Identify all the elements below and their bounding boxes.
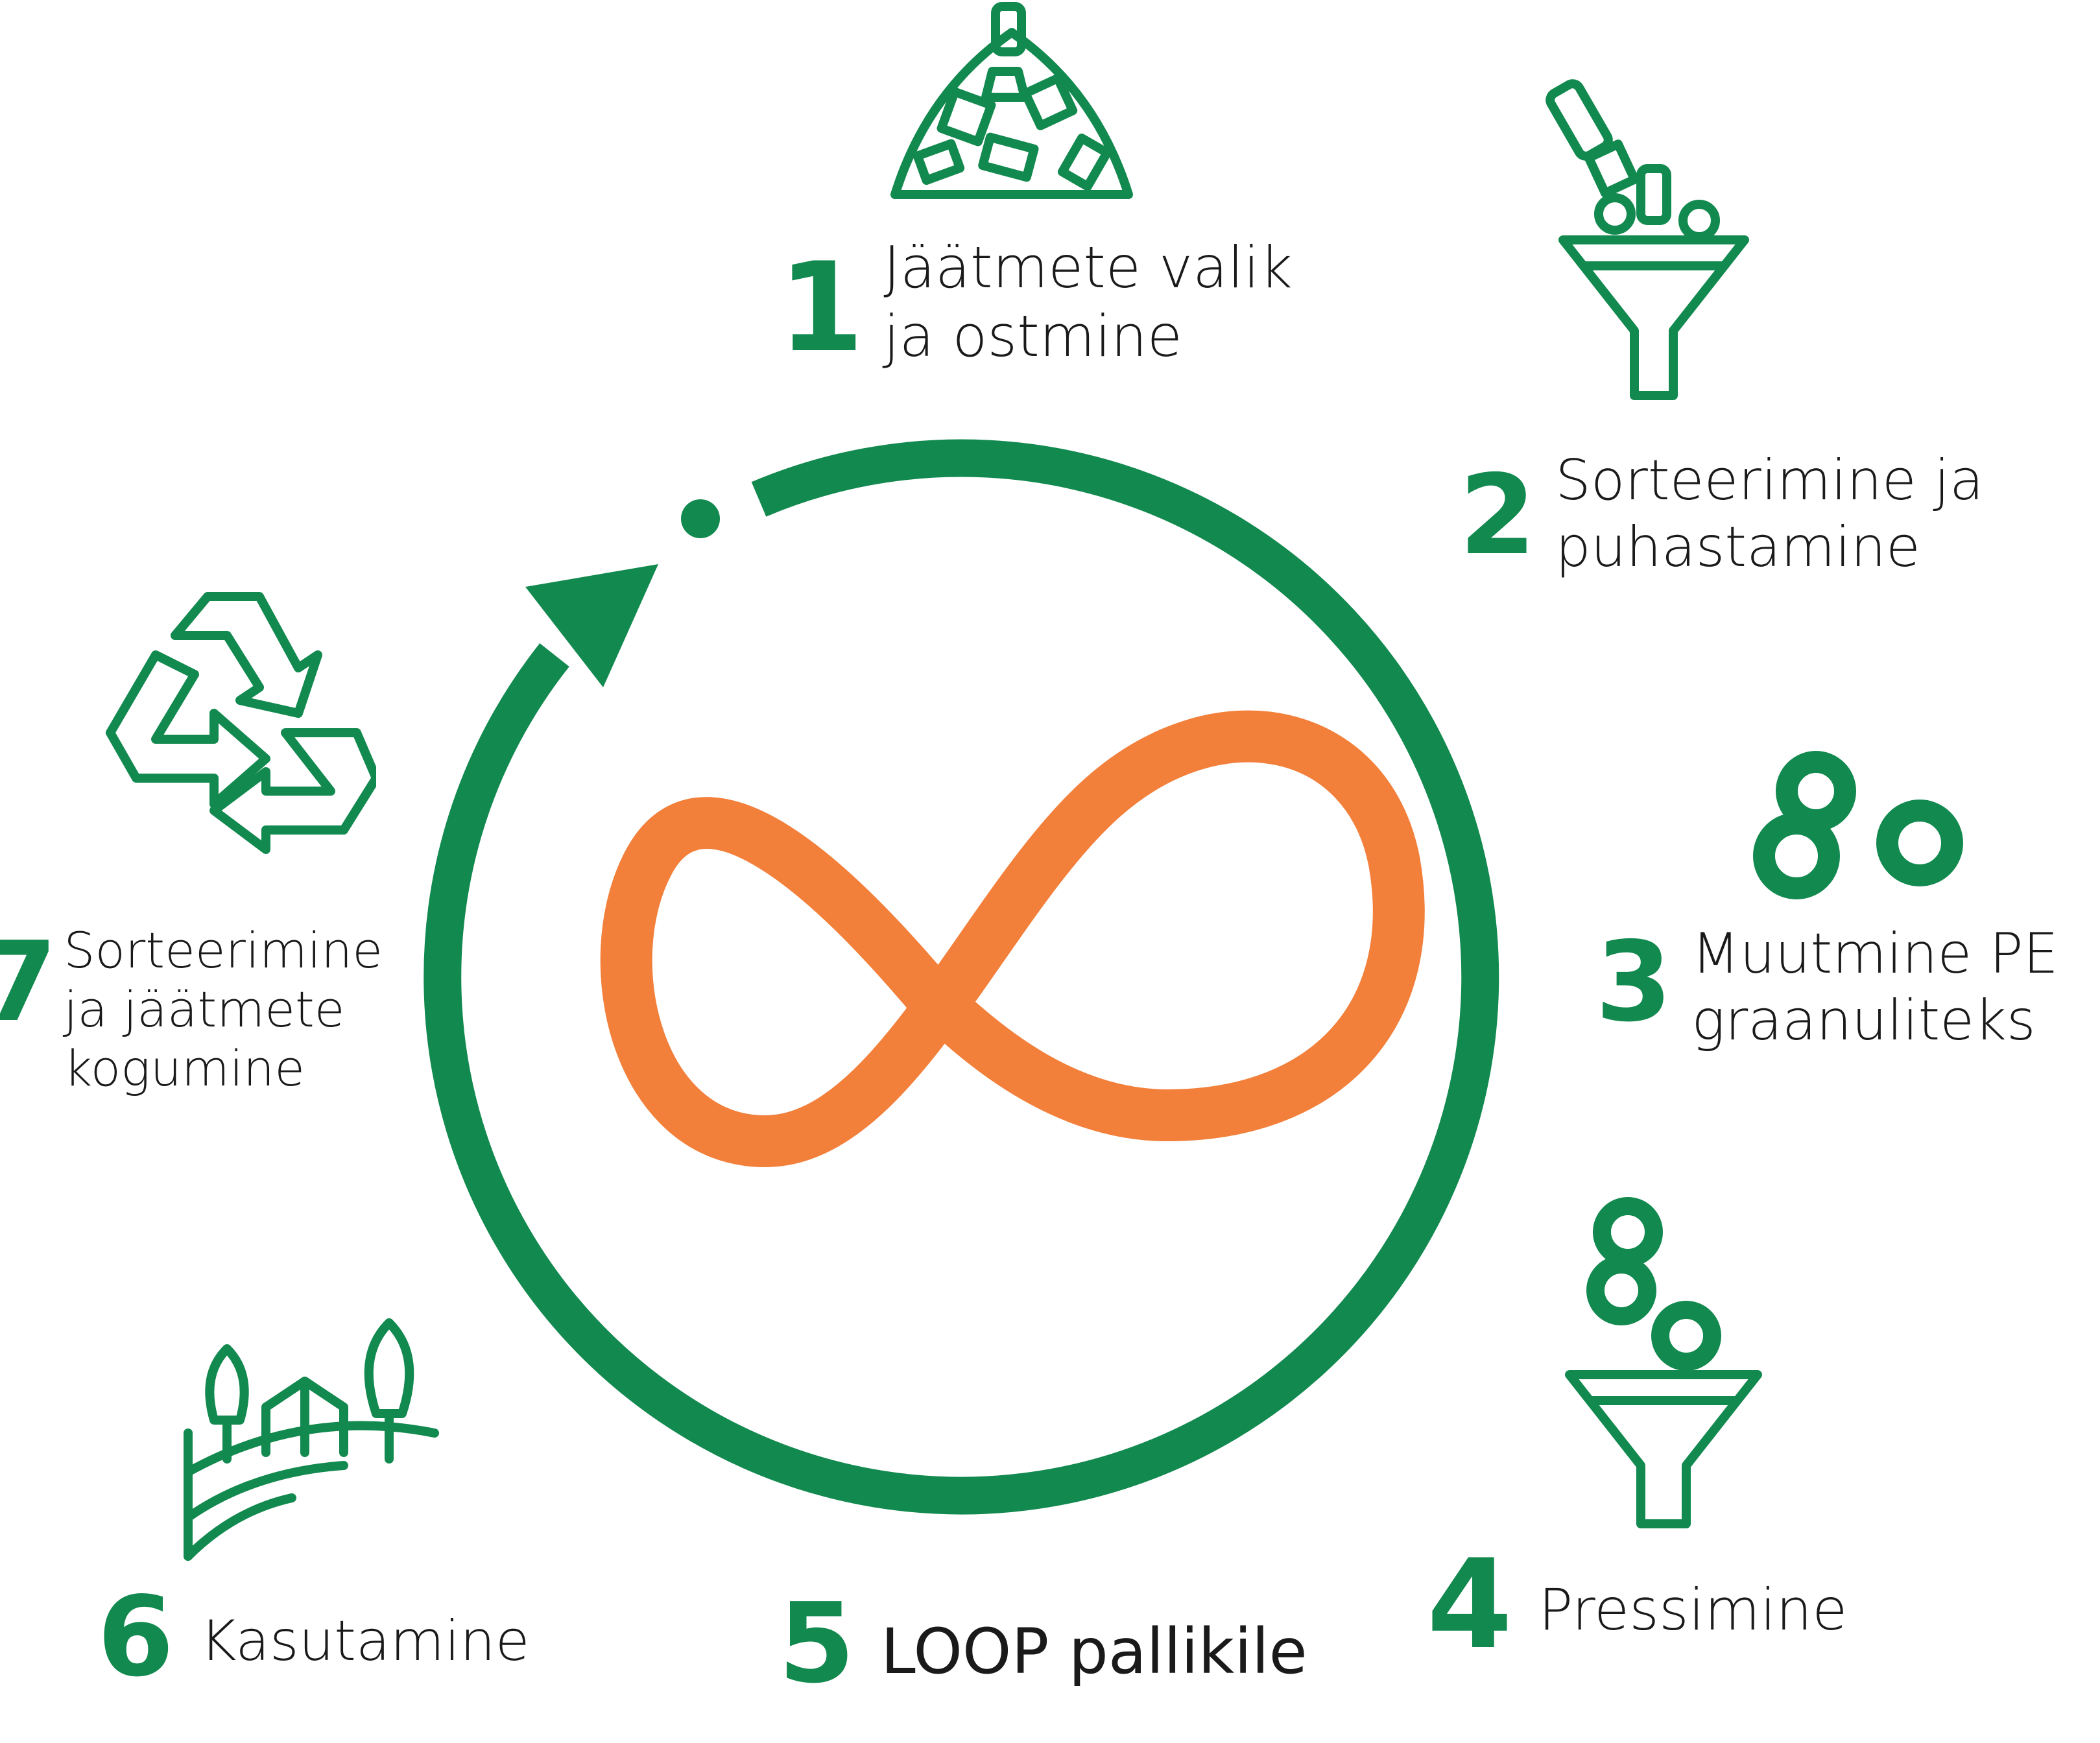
step-1-label: Jäätmete valik ja ostmine [883,234,1293,370]
step-3-number: 3 [1595,918,1673,1047]
step-1-number: 1 [778,236,865,379]
granules-icon [1753,751,1963,899]
step-2: 2 Sorteerimine ja puhastamine [1459,447,1984,581]
step-7-number: 7 [0,918,58,1047]
funnel-with-waste-icon [1545,79,1749,400]
step-5-label: LOOP pallikile [881,1615,1307,1688]
step-7-label: Sorteerimine ja jäätmete kogumine [64,921,383,1098]
step-4-number: 4 [1427,1533,1513,1676]
step-4-label: Pressimine [1538,1576,1848,1643]
recycle-icon [106,592,376,854]
step-6: 6 Kasutamine [97,1582,530,1692]
step-1: 1 Jäätmete valik ja ostmine [778,233,1293,370]
farm-landscape-icon [184,1318,439,1561]
step-3: 3 Muutmine PE graanuliteks [1595,921,2058,1054]
step-5: 5 LOOP pallikile [778,1589,1307,1699]
step-2-label: Sorteerimine ja puhastamine [1555,448,1984,580]
step-5-number: 5 [778,1580,855,1708]
step-4: 4 Pressimine [1427,1543,1847,1666]
step-7: 7 Sorteerimine ja jäätmete kogumine [0,921,383,1098]
step-6-label: Kasutamine [200,1609,530,1674]
step-6-number: 6 [97,1573,174,1702]
infinity-icon [600,710,1425,1167]
plastic-waste-pile-icon [890,2,1133,199]
step-2-number: 2 [1459,451,1536,580]
step-3-label: Muutmine PE graanuliteks [1691,921,2058,1054]
granules-funnel-icon [1565,1197,1762,1528]
